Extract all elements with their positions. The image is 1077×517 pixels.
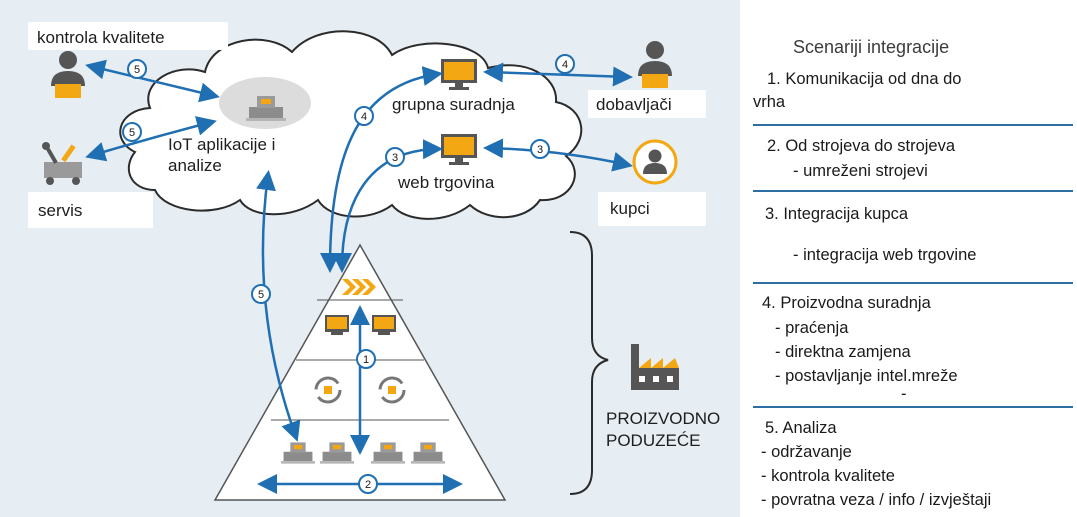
scenario-2-title: 2. Od strojeva do strojeva [767, 137, 956, 155]
integration-diagram: 5 5 4 4 3 3 5 1 2 kontrola kvalitete servis IoT … [0, 0, 740, 517]
person-icon [51, 51, 85, 98]
cycle-icon [378, 376, 406, 404]
integration-scenarios-panel: Scenariji integracije 1. Komunikacija od… [745, 22, 1075, 517]
scenario-1-line-2: vrha [753, 93, 786, 111]
label-enterprise: PROIZVODNO PODUZEĆE [606, 409, 721, 450]
label-suppliers: dobavljači [596, 95, 672, 114]
separator [753, 190, 1073, 192]
badge-b5b: 5 [122, 122, 142, 142]
badge-number: 5 [134, 64, 140, 76]
monitor-icon [325, 315, 349, 335]
scenario-badges: 5 5 4 4 3 3 5 1 2 [122, 54, 575, 494]
badge-b5a: 5 [127, 59, 147, 79]
badge-number: 4 [562, 59, 568, 71]
scenario-5-sub-3: - povratna veza / info / izvještaji [761, 491, 992, 509]
brace-icon [569, 231, 609, 495]
wrench-icon [42, 142, 82, 185]
badge-b4a: 4 [555, 54, 575, 74]
separator [753, 406, 1073, 408]
cycle-icon [314, 376, 342, 404]
badge-number: 5 [129, 127, 135, 139]
scenario-4-mark: - [901, 385, 907, 403]
badge-b3b: 3 [530, 139, 550, 159]
chevrons-icon [342, 279, 376, 295]
monitor-icon [441, 134, 477, 165]
person-icon [638, 41, 672, 88]
panel-title: Scenariji integracije [793, 37, 950, 57]
label-iot: IoT aplikacije i analize [168, 135, 276, 175]
scenario-2-sub: - umreženi strojevi [793, 162, 928, 180]
scenario-1-line-1: 1. Komunikacija od dna do [767, 70, 962, 88]
label-service: servis [38, 201, 83, 220]
badge-b1: 1 [356, 349, 376, 369]
badge-number: 2 [365, 479, 371, 491]
scenario-4-sub-3: - postavljanje intel.mreže [775, 367, 958, 385]
label-webshop: web trgovina [398, 173, 495, 192]
scenario-3-sub: - integracija web trgovine [793, 246, 977, 264]
badge-number: 4 [361, 111, 367, 123]
separator [753, 124, 1073, 126]
label-collaboration: grupna suradnja [392, 95, 515, 114]
badge-b5c: 5 [251, 284, 271, 304]
monitor-icon [372, 315, 396, 335]
scenario-5-sub-1: - održavanje [761, 443, 852, 461]
scenario-3-title: 3. Integracija kupca [765, 205, 909, 223]
label-quality-control: kontrola kvalitete [33, 26, 169, 49]
monitor-icon [441, 59, 477, 90]
badge-b4b: 4 [354, 106, 374, 126]
badge-b3a: 3 [385, 147, 405, 167]
factory-icon [631, 344, 679, 390]
scenario-4-title: 4. Proizvodna suradnja [762, 294, 931, 312]
scenario-5-title: 5. Analiza [765, 419, 837, 437]
badge-b2: 2 [358, 474, 378, 494]
label-customers: kupci [610, 199, 650, 218]
scenario-4-sub-2: - direktna zamjena [775, 343, 911, 361]
separator [753, 282, 1073, 284]
scenario-4-sub-1: - praćenja [775, 319, 849, 337]
scenario-5-sub-2: - kontrola kvalitete [761, 467, 895, 485]
person-icon [632, 139, 678, 185]
badge-number: 5 [258, 289, 264, 301]
badge-number: 1 [363, 354, 369, 366]
machine-icon [219, 77, 311, 129]
badge-number: 3 [392, 152, 398, 164]
badge-number: 3 [537, 144, 543, 156]
